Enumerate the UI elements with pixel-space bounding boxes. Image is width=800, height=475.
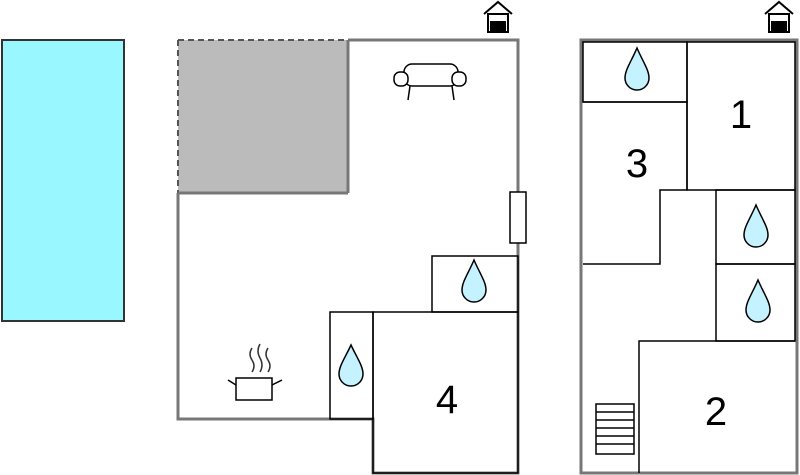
room-1-number: 1 (730, 93, 752, 137)
swimming-pool (1, 39, 125, 322)
water-drop-icon (745, 278, 771, 323)
room-4-number: 4 (436, 378, 458, 422)
room-2-number: 2 (705, 390, 727, 434)
upper-floor: 1 3 2 (579, 0, 799, 475)
house-arrow-icon (764, 0, 794, 33)
water-drop-icon (743, 203, 769, 248)
terrace (178, 40, 348, 193)
cooking-pot-icon (227, 343, 283, 401)
sofa-icon (393, 63, 467, 101)
stairs-icon (595, 403, 635, 455)
room-2 (638, 340, 795, 473)
window-icon (509, 191, 527, 244)
water-drop-icon (461, 258, 487, 303)
room-3 (583, 101, 688, 265)
water-drop-icon (338, 343, 364, 387)
house-arrow-icon (483, 0, 513, 33)
upper-floor-outer-wall (579, 38, 799, 475)
ground-bathroom-small (329, 311, 374, 420)
ground-floor: 4 (176, 0, 527, 475)
water-drop-icon (624, 46, 650, 91)
room-3-number: 3 (626, 142, 648, 186)
